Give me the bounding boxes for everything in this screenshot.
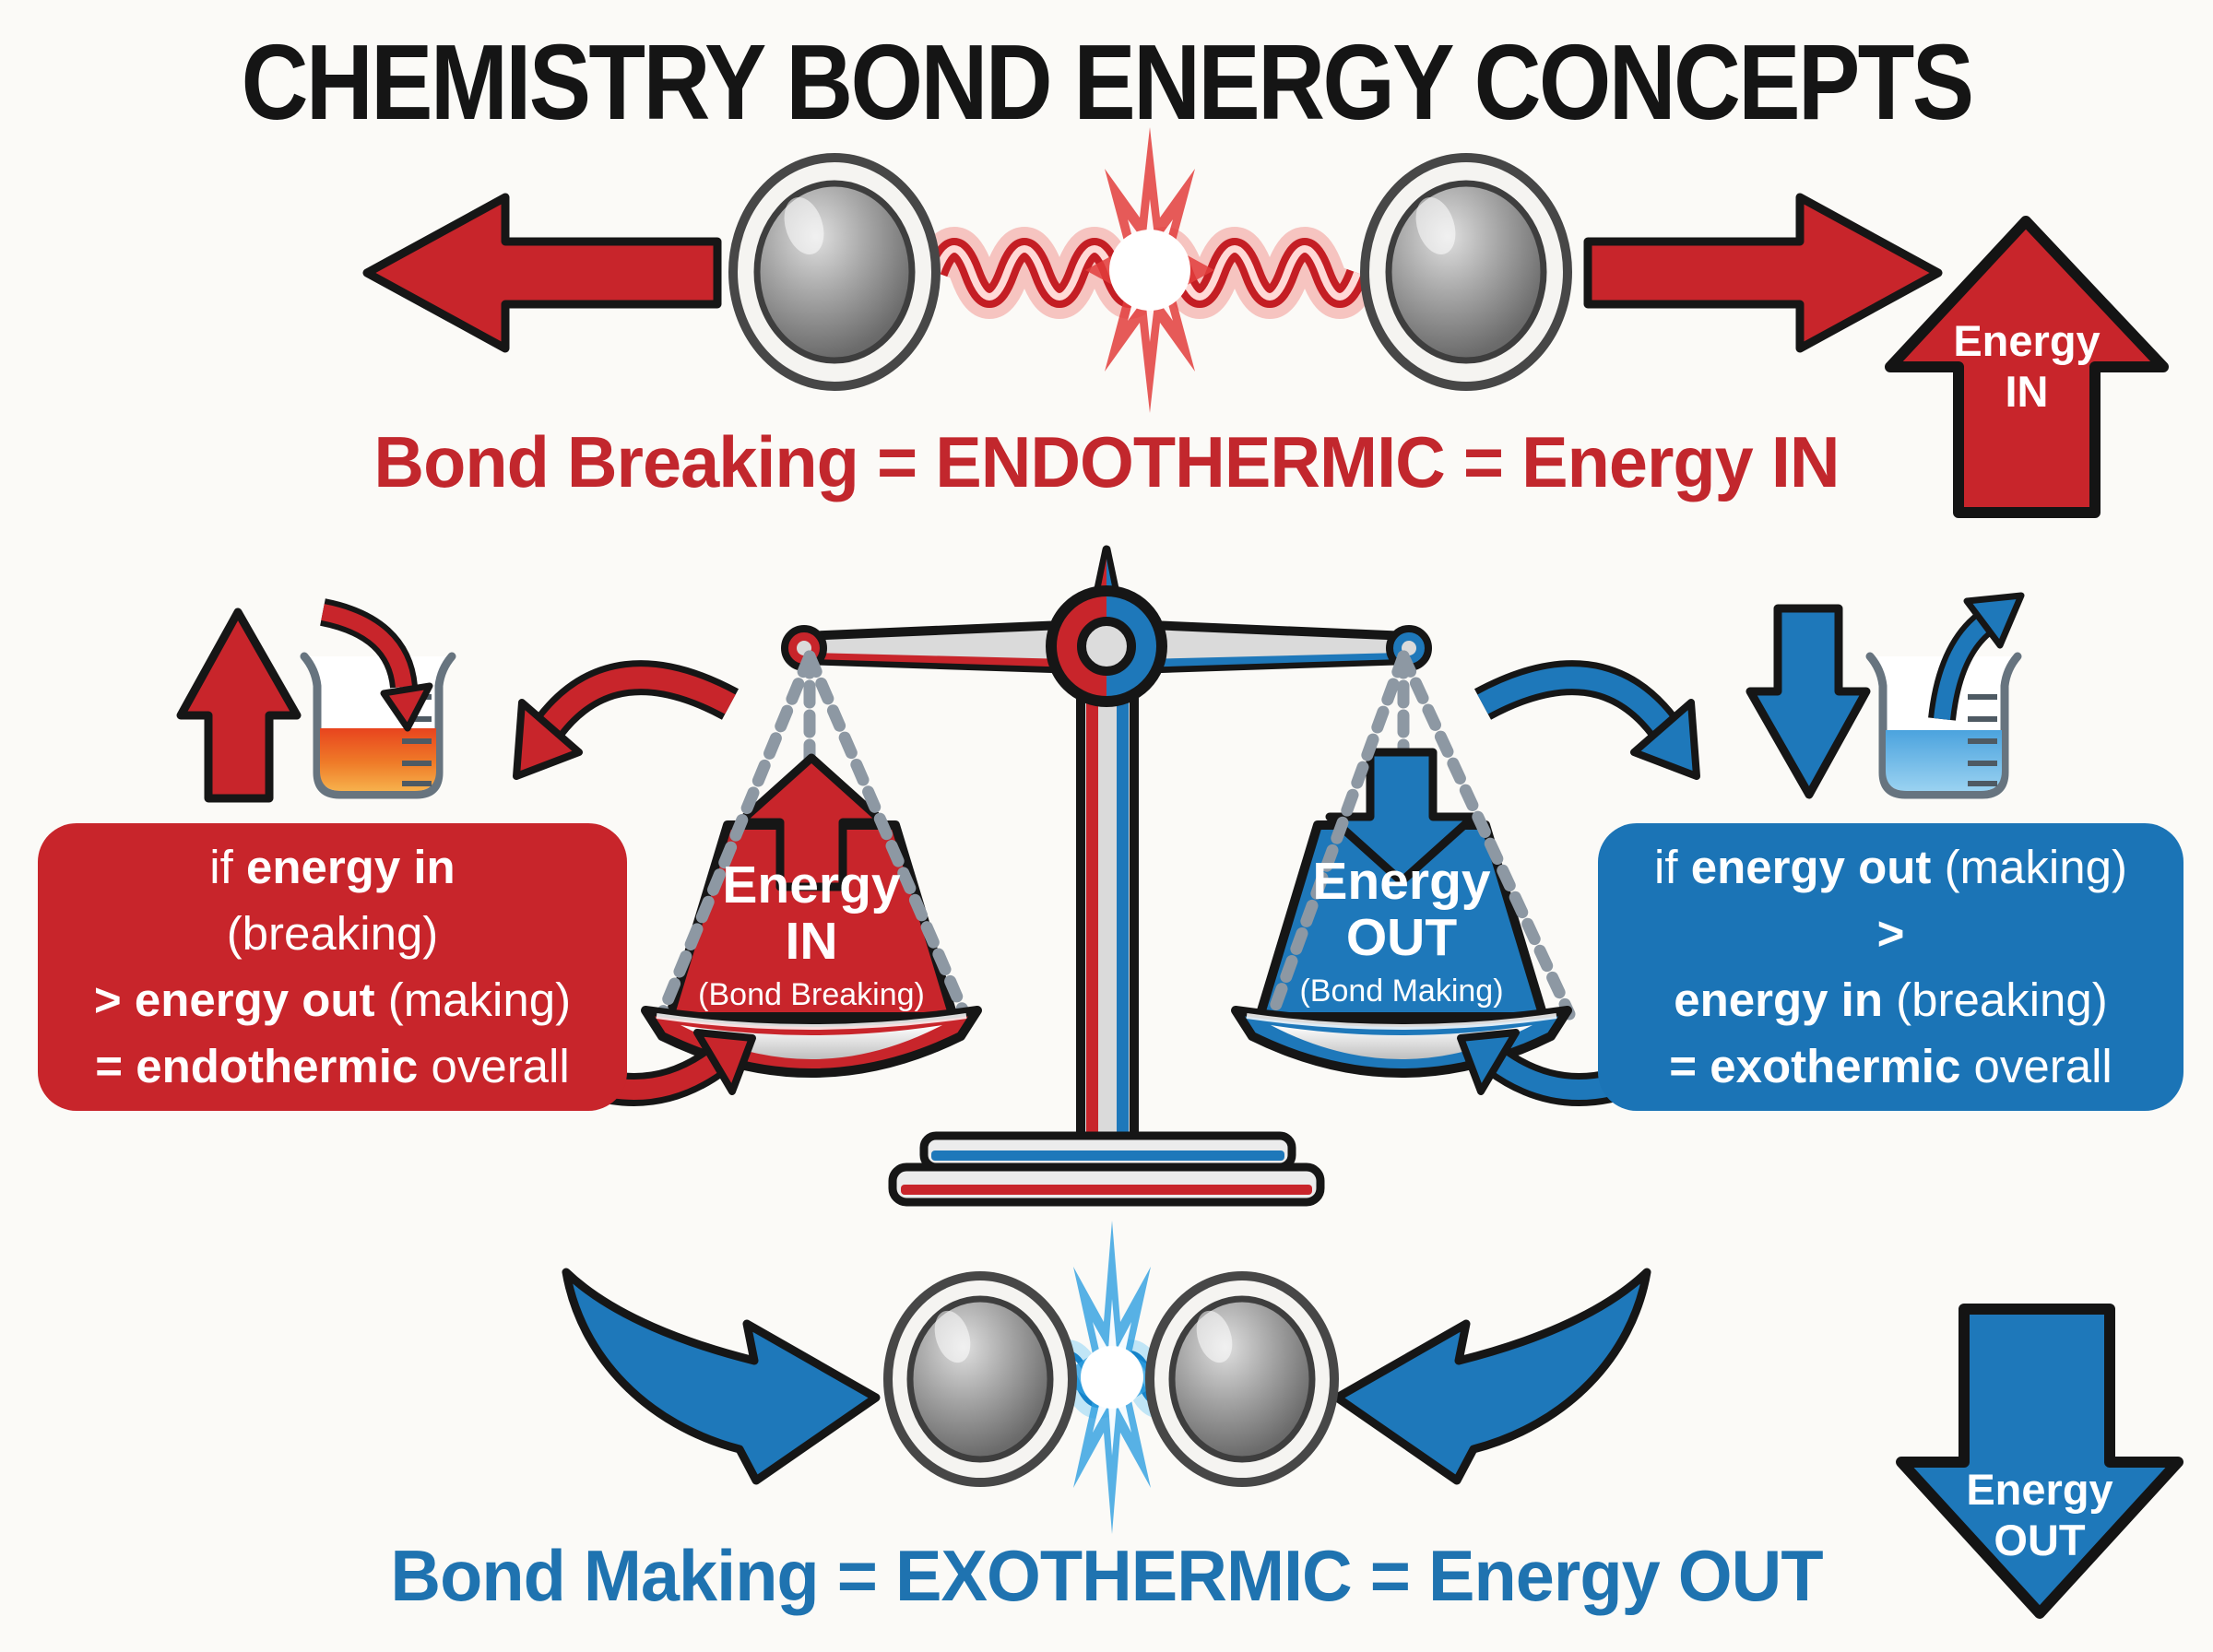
scale-pillar xyxy=(1076,641,1139,1148)
left-chains xyxy=(656,650,971,1021)
energy-in-arrow-icon xyxy=(1885,216,2169,518)
right-weight-line2: OUT xyxy=(1345,908,1458,967)
bond-breaking-graphic xyxy=(362,127,1943,413)
left-weight-label: Energy IN (Bond Breaking) xyxy=(673,857,950,1016)
break-spark-icon xyxy=(1085,127,1214,413)
up-arrow-icon xyxy=(176,608,302,803)
scale-pivot xyxy=(1046,585,1167,707)
atom-sphere-left xyxy=(883,1271,1077,1487)
make-arrow-left-icon xyxy=(562,1268,881,1485)
energy-in-arrow-label: Energy IN xyxy=(1916,315,2137,417)
down-arrow-icon xyxy=(1746,604,1871,799)
endo-line-2: (breaking) xyxy=(226,907,439,960)
page-title: CHEMISTRY BOND ENERGY CONCEPTS xyxy=(241,22,1974,142)
energy-out-of-beaker-arrow-icon xyxy=(1928,592,2025,721)
atom-sphere-left xyxy=(728,153,941,391)
exo-line-2: > xyxy=(1876,907,1905,960)
curved-arrow-to-box-icon xyxy=(513,660,740,780)
endo-line-3: > energy out (making) xyxy=(93,974,572,1026)
scale-base xyxy=(888,1131,1325,1207)
endo-line-1: if energy in xyxy=(209,841,456,893)
curved-arrow-to-box-icon xyxy=(1473,660,1700,780)
right-weight-line1: Energy xyxy=(1312,852,1491,911)
energy-into-beaker-arrow-icon xyxy=(319,598,433,732)
beaker-hot-icon xyxy=(300,652,456,799)
energy-in-line2: IN xyxy=(2005,367,2049,416)
endothermic-info-box: if energy in (breaking) > energy out (ma… xyxy=(38,823,627,1111)
exothermic-info-box: if energy out (making) > energy in (brea… xyxy=(1598,823,2183,1111)
bond-breaking-caption: Bond Breaking = ENDOTHERMIC = Energy IN xyxy=(373,421,1840,502)
balance-scale xyxy=(641,545,1576,1207)
beaker-cool-icon xyxy=(1865,652,2022,799)
beaker-group-left xyxy=(176,598,456,803)
break-arrow-left-icon xyxy=(362,193,722,353)
energy-in-line1: Energy xyxy=(1953,316,2101,365)
beaker-group-right xyxy=(1746,592,2025,799)
energy-out-arrow-label: Energy OUT xyxy=(1929,1464,2150,1565)
right-chains xyxy=(1266,650,1576,1021)
atom-sphere-right xyxy=(1145,1271,1339,1487)
break-arrow-right-icon xyxy=(1583,193,1943,353)
weight-arrow-down-icon xyxy=(1325,748,1478,886)
right-weight-sub: (Bond Making) xyxy=(1299,974,1504,1009)
left-weight-line1: Energy xyxy=(722,856,901,914)
right-weight-label: Energy OUT (Bond Making) xyxy=(1263,854,1540,1012)
left-weight-sub: (Bond Breaking) xyxy=(698,977,925,1012)
exo-line-3: energy in (breaking) xyxy=(1674,974,2108,1026)
right-weight xyxy=(1255,748,1548,1021)
bond-making-caption: Bond Making = EXOTHERMIC = Energy OUT xyxy=(390,1535,1823,1616)
left-weight-line2: IN xyxy=(785,912,838,971)
atom-sphere-right xyxy=(1360,153,1572,391)
energy-out-arrow-icon xyxy=(1896,1304,2183,1619)
make-spark-icon xyxy=(1057,1221,1167,1534)
energy-out-line2: OUT xyxy=(1994,1516,2086,1564)
energy-out-line1: Energy xyxy=(1966,1465,2113,1514)
exo-line-1: if energy out (making) xyxy=(1654,841,2127,893)
make-arrow-right-icon xyxy=(1332,1268,1651,1485)
bond-making-graphic xyxy=(562,1221,1651,1534)
exo-line-4: = exothermic overall xyxy=(1669,1040,2112,1092)
endo-line-4: = endothermic overall xyxy=(95,1040,570,1092)
